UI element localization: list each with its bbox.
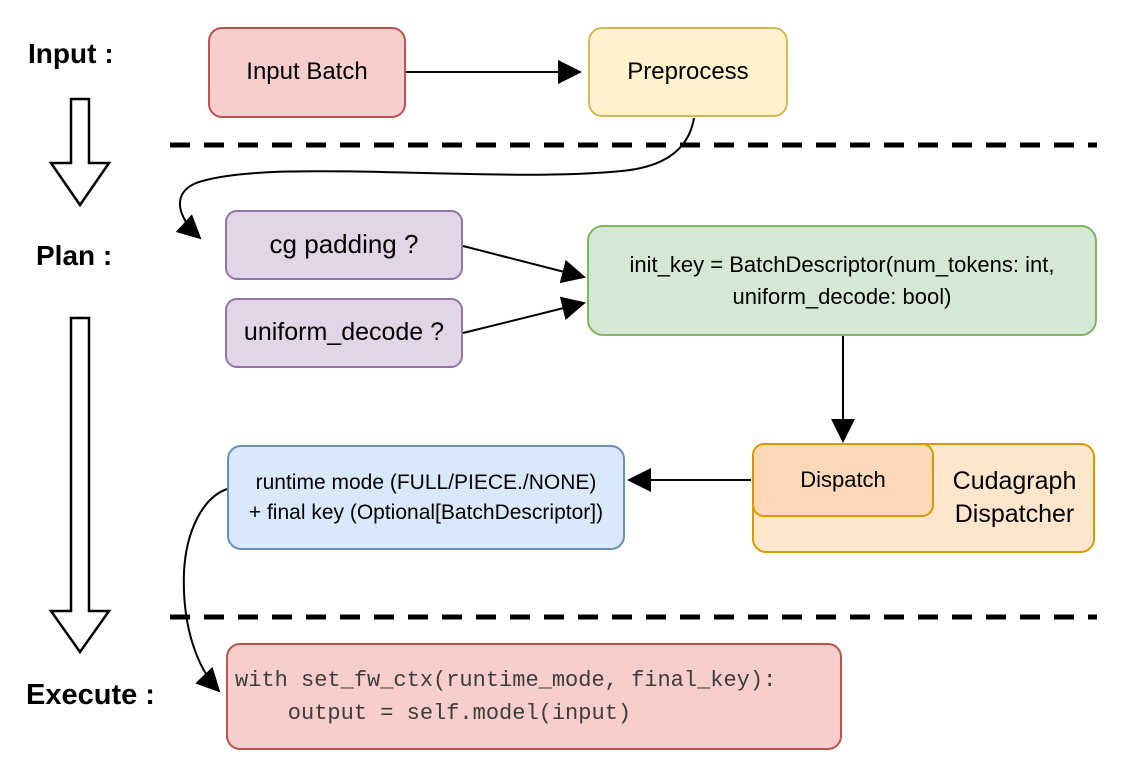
preprocess-node: Preprocess (588, 27, 788, 117)
edge-uniformdecode-initkey (462, 296, 586, 334)
input-batch-node: Input Batch (208, 27, 406, 118)
init-key-node: init_key = BatchDescriptor(num_tokens: i… (587, 225, 1097, 336)
phase-label-plan: Plan : (36, 240, 113, 271)
cg-padding-node: cg padding ? (225, 210, 463, 280)
init-key-line1: init_key = BatchDescriptor(num_tokens: i… (629, 251, 1055, 277)
init-key-line2: uniform_decode: bool) (732, 283, 952, 309)
cg-padding-label: cg padding ? (269, 229, 419, 260)
runtime-result-line1: runtime mode (FULL/PIECE./NONE) (255, 470, 597, 494)
runtime-result-node: runtime mode (FULL/PIECE./NONE) + final … (227, 445, 625, 550)
input-batch-label: Input Batch (246, 58, 368, 86)
input-to-plan-arrow (48, 97, 112, 208)
phase-label-input: Input : (28, 38, 114, 69)
preprocess-label: Preprocess (627, 57, 749, 85)
edge-cgpadding-initkey (462, 245, 586, 284)
execute-code-node: with set_fw_ctx(runtime_mode, final_key)… (226, 643, 842, 750)
edge-runtime-executecode (182, 488, 228, 693)
phase-label-execute: Execute : (26, 679, 155, 711)
dispatch-node: Dispatch (752, 443, 934, 517)
cudagraph-dispatcher-line1: Cudagraph (952, 467, 1077, 495)
plan-to-execute-arrow (48, 316, 112, 655)
uniform-decode-label: uniform_decode ? (243, 318, 445, 347)
dispatch-label: Dispatch (800, 467, 886, 493)
execute-code-line2: output = self.model(input) (235, 700, 632, 726)
uniform-decode-node: uniform_decode ? (225, 298, 463, 368)
cudagraph-dispatcher-line2: Dispatcher (954, 500, 1075, 528)
execute-code-line1: with set_fw_ctx(runtime_mode, final_key)… (235, 667, 777, 693)
runtime-result-line2: + final key (Optional[BatchDescriptor]) (248, 500, 604, 524)
